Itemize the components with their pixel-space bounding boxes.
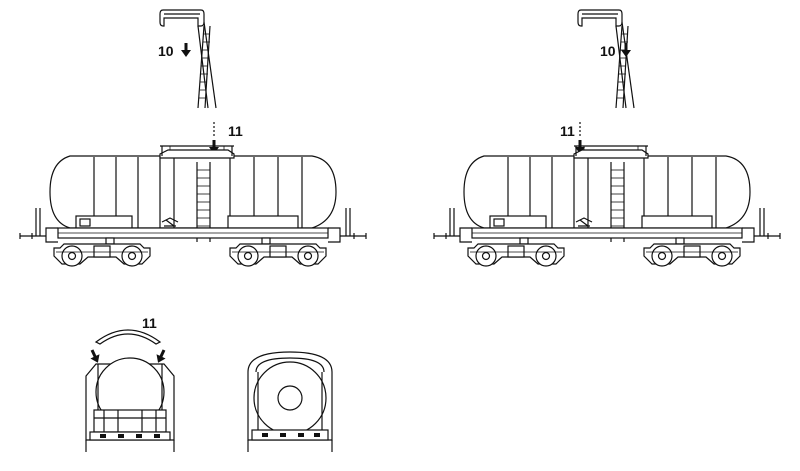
ladder-part-left <box>159 9 217 109</box>
step-label-ladder-right: 10 <box>600 43 616 59</box>
tank-wagon-right <box>434 146 780 266</box>
down-arrow-icon <box>181 43 191 57</box>
end-rail-part <box>94 329 162 345</box>
tank-wagon-left <box>20 146 366 266</box>
tank-end-view-right <box>247 351 333 452</box>
tank-end-view-left <box>85 357 175 452</box>
down-arrow-icon <box>621 43 631 57</box>
step-label-rail-end: 11 <box>142 315 157 331</box>
step-label-rail-left: 11 <box>228 123 243 139</box>
down-arrow-icon <box>87 347 103 365</box>
step-label-ladder-left: 10 <box>158 43 174 59</box>
down-arrow-icon <box>153 347 169 365</box>
ladder-part-right <box>577 9 635 109</box>
step-label-rail-right: 11 <box>560 123 575 139</box>
